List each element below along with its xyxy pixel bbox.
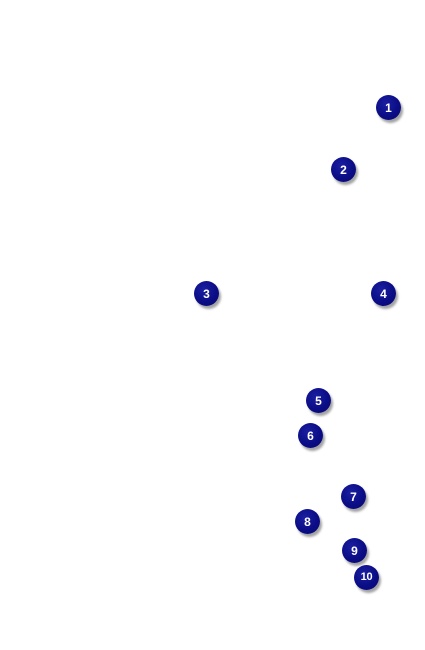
marker-10[interactable]: 10 (354, 565, 379, 590)
marker-7[interactable]: 7 (341, 484, 366, 509)
marker-label: 2 (340, 162, 347, 177)
marker-label: 10 (360, 571, 373, 583)
marker-9[interactable]: 9 (342, 538, 367, 563)
marker-label: 8 (304, 514, 311, 529)
marker-3[interactable]: 3 (194, 281, 219, 306)
marker-5[interactable]: 5 (306, 388, 331, 413)
marker-label: 6 (307, 428, 314, 443)
marker-6[interactable]: 6 (298, 423, 323, 448)
marker-label: 4 (380, 286, 387, 301)
marker-label: 7 (350, 489, 357, 504)
marker-8[interactable]: 8 (295, 509, 320, 534)
marker-1[interactable]: 1 (376, 95, 401, 120)
marker-label: 9 (351, 543, 358, 558)
marker-label: 5 (315, 393, 322, 408)
marker-label: 1 (385, 100, 392, 115)
marker-label: 3 (203, 286, 210, 301)
marker-2[interactable]: 2 (331, 157, 356, 182)
marker-4[interactable]: 4 (371, 281, 396, 306)
